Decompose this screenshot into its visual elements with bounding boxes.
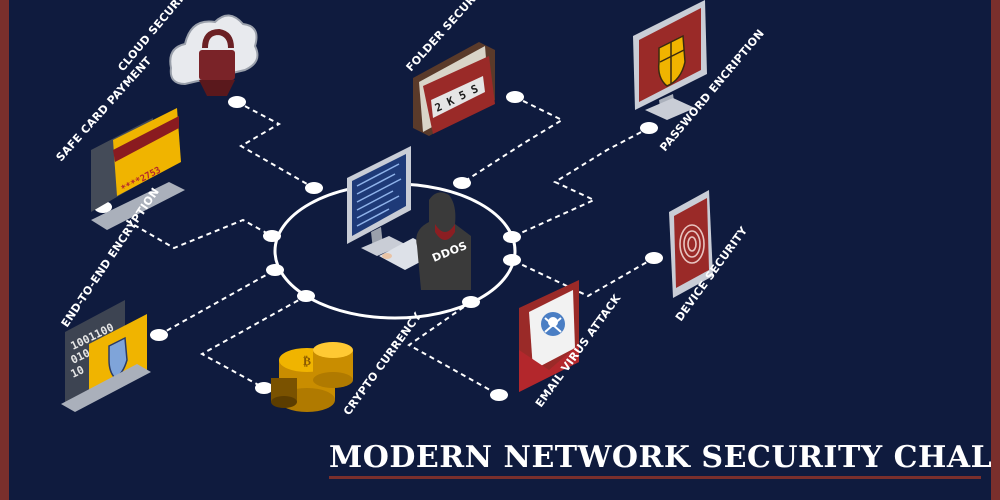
connectors bbox=[102, 96, 655, 396]
hacker-figure bbox=[416, 192, 471, 290]
connector-crypto bbox=[199, 295, 307, 389]
ring-node bbox=[305, 182, 323, 194]
endpoint-node bbox=[150, 329, 168, 341]
connector-card bbox=[102, 206, 273, 250]
ring-nodes bbox=[263, 177, 521, 308]
device-security-icon bbox=[669, 190, 713, 298]
connector-folder bbox=[461, 96, 565, 184]
hacker-workstation-icon: DDOS bbox=[347, 146, 471, 290]
fingerprint-icon bbox=[679, 224, 705, 264]
lock-digit: S bbox=[469, 82, 480, 97]
connector-cloud bbox=[236, 101, 315, 189]
binary-line: 10 bbox=[69, 363, 87, 380]
diagram-canvas: DDOS 2 K 5 S ****2753 bbox=[9, 0, 991, 500]
endpoint-nodes bbox=[94, 91, 663, 401]
page-title: MODERN NETWORK SECURITY CHALLENGES bbox=[329, 440, 991, 479]
endpoint-node bbox=[645, 252, 663, 264]
folder-security-icon: 2 K 5 S bbox=[413, 42, 495, 136]
shield-icon bbox=[657, 34, 686, 87]
ring-node bbox=[266, 264, 284, 276]
connector-password bbox=[511, 127, 650, 238]
email-virus-icon bbox=[519, 280, 579, 392]
ring-node bbox=[453, 177, 471, 189]
ring-node bbox=[462, 296, 480, 308]
ring-node bbox=[263, 230, 281, 242]
connector-device bbox=[511, 257, 655, 298]
skull-icon bbox=[541, 312, 565, 336]
end-to-end-encryption-icon: 1001100 01001 10 bbox=[61, 300, 151, 412]
bitcoin-icon: ₿ bbox=[303, 354, 311, 368]
crypto-coins-icon: ₿ bbox=[271, 342, 353, 412]
endpoint-node bbox=[506, 91, 524, 103]
password-monitor-icon bbox=[633, 0, 707, 120]
endpoint-node bbox=[228, 96, 246, 108]
connector-email bbox=[407, 301, 500, 396]
ring-node bbox=[503, 254, 521, 266]
network-diagram: DDOS 2 K 5 S ****2753 bbox=[54, 0, 767, 418]
endpoint-node bbox=[490, 389, 508, 401]
lock-digit: 5 bbox=[457, 88, 468, 103]
lock-digit: 2 bbox=[433, 100, 444, 115]
ring-node bbox=[297, 290, 315, 302]
lock-digit: K bbox=[445, 94, 457, 109]
connector-e2e bbox=[158, 269, 276, 336]
endpoint-node bbox=[255, 382, 273, 394]
label-crypto-currency: CRYPTO CURRENCY bbox=[341, 309, 425, 417]
ring-node bbox=[503, 231, 521, 243]
cloud-security-icon bbox=[169, 14, 259, 96]
endpoint-node bbox=[640, 122, 658, 134]
